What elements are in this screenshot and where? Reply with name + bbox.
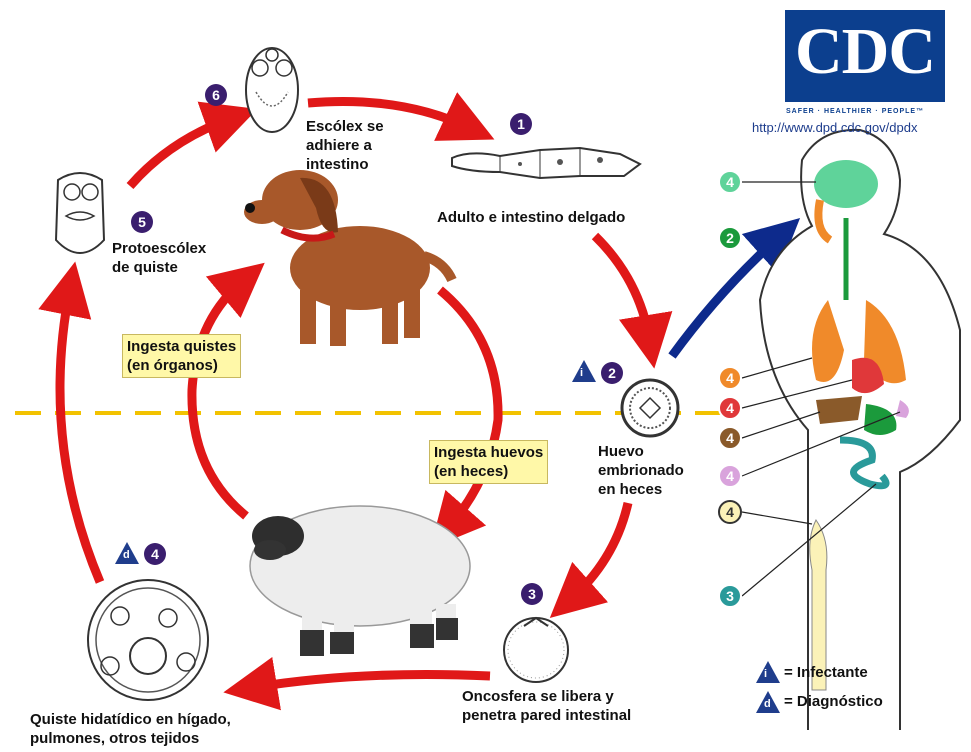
step-1-marker: 1 bbox=[510, 113, 532, 135]
human-marker-4: 4 bbox=[718, 396, 742, 420]
step-6-marker: 6 bbox=[205, 84, 227, 106]
dog-illustration bbox=[244, 170, 452, 346]
legend-infectante: = Infectante bbox=[784, 664, 868, 681]
protoscolex-illustration bbox=[56, 173, 104, 253]
step-5-label: Protoescólex de quiste bbox=[112, 239, 206, 277]
arrow-sheep-to-dog bbox=[192, 280, 246, 516]
hydatid-cyst-illustration bbox=[88, 580, 208, 700]
human-marker-7: 4 bbox=[718, 500, 742, 524]
step-5-marker: 5 bbox=[131, 211, 153, 233]
human-marker-2: 2 bbox=[718, 226, 742, 250]
step-2-marker: 2 bbox=[601, 362, 623, 384]
legend-diagnostic-icon: d bbox=[756, 691, 780, 713]
step-6-label: Escólex se adhiere a intestino bbox=[306, 117, 384, 174]
sheep-illustration bbox=[250, 506, 470, 656]
step-4-label: Quiste hidatídico en hígado, pulmones, o… bbox=[30, 710, 231, 748]
step-4-marker: 4 bbox=[144, 543, 166, 565]
human-marker-6: 4 bbox=[718, 464, 742, 488]
ingesta-huevos-box: Ingesta huevos (en heces) bbox=[429, 440, 548, 484]
step-1-label: Adulto e intestino delgado bbox=[437, 208, 625, 227]
human-marker-1: 4 bbox=[718, 170, 742, 194]
diagnostic-icon: d bbox=[115, 542, 139, 564]
human-marker-3: 4 bbox=[718, 366, 742, 390]
step-3-label: Oncosfera se libera y penetra pared inte… bbox=[462, 687, 631, 725]
legend-diagnostico: = Diagnóstico bbox=[784, 693, 883, 710]
arrow-1-to-2 bbox=[595, 236, 650, 342]
cdc-tagline: SAFER · HEALTHIER · PEOPLE™ bbox=[786, 108, 924, 115]
adult-worm-illustration bbox=[452, 148, 640, 178]
step-3-marker: 3 bbox=[521, 583, 543, 605]
egg-illustration bbox=[622, 380, 678, 436]
ingesta-quistes-box: Ingesta quistes (en órganos) bbox=[122, 334, 241, 378]
infective-icon: i bbox=[572, 360, 596, 382]
arrow-3-to-4 bbox=[250, 675, 490, 689]
legend-infective-icon: i bbox=[756, 661, 780, 683]
human-figure-illustration bbox=[760, 130, 960, 730]
arrow-5-to-6 bbox=[130, 118, 232, 186]
step-2-label: Huevo embrionado en heces bbox=[598, 442, 684, 499]
arrow-2-to-3 bbox=[570, 503, 628, 600]
oncosphere-illustration bbox=[504, 618, 568, 682]
cdc-logo: CDC bbox=[785, 10, 945, 102]
scolex-illustration bbox=[246, 48, 298, 132]
human-marker-5: 4 bbox=[718, 426, 742, 450]
cdc-url: http://www.dpd.cdc.gov/dpdx bbox=[752, 120, 917, 135]
arrow-4-to-5 bbox=[60, 288, 100, 582]
arrow-dog-to-sheep bbox=[440, 290, 498, 528]
human-marker-8: 3 bbox=[718, 584, 742, 608]
